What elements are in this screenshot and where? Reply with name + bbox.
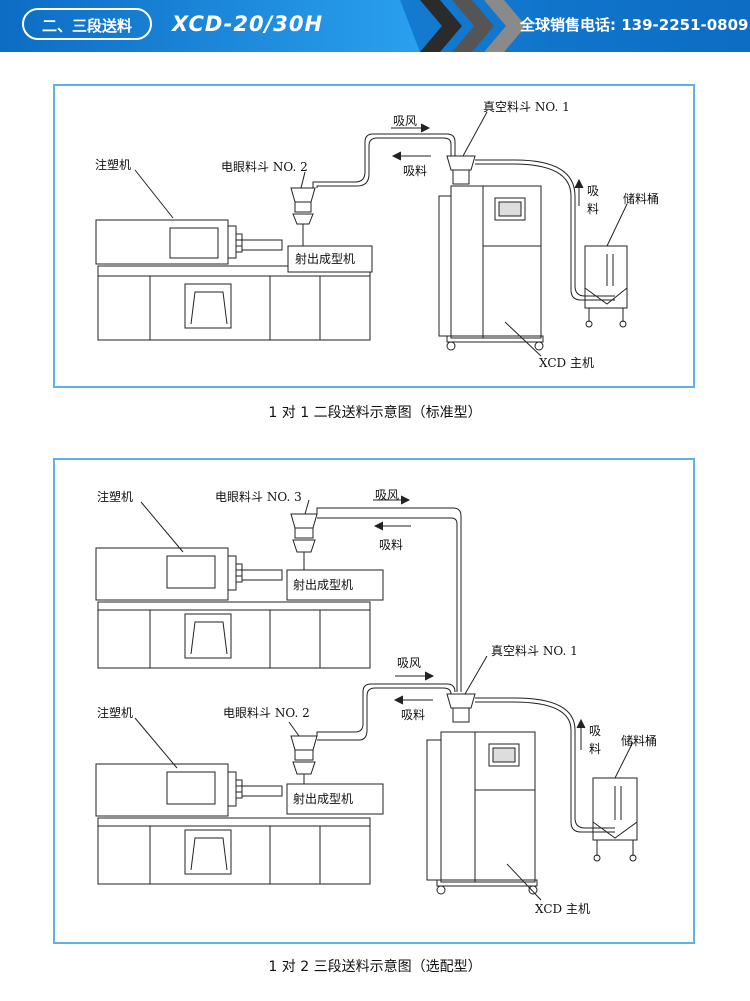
label-eye-hopper-3: 电眼料斗 NO. 3: [215, 490, 302, 504]
label-suction-wind-top: 吸风: [375, 488, 400, 502]
arrow-right-icon: [400, 495, 411, 505]
eye-hopper-3-drawing: [290, 513, 318, 570]
header-banner: 二、三段送料 XCD-20/30H 全球销售电话: 139-2251-0809: [0, 0, 750, 52]
main-unit-drawing: [426, 731, 538, 895]
storage-bin-drawing: [592, 777, 638, 862]
label-main-unit: XCD 主机: [539, 356, 594, 370]
chevron-icon: [484, 0, 526, 52]
diagram-1-caption: 1 对 1 二段送料示意图（标准型）: [268, 405, 482, 421]
arrow-right-icon: [420, 123, 431, 133]
label-injection-machine: 射出成型机: [295, 252, 356, 266]
arrow-left-icon: [373, 521, 384, 531]
vacuum-hopper-drawing: [446, 693, 615, 833]
label-suction-material-mid: 吸料: [401, 708, 426, 722]
injection-machine-top-box: [286, 569, 384, 601]
label-vacuum-hopper-1: 真空料斗 NO. 1: [483, 100, 570, 114]
arrow-left-icon: [393, 695, 404, 705]
label-injection-machine-top: 射出成型机: [293, 578, 354, 592]
arrow-up-icon: [576, 718, 586, 729]
arrow-up-icon: [574, 178, 584, 189]
injection-machine-top-drawing: [95, 547, 371, 669]
model-title: XCD-20/30H: [172, 12, 324, 36]
injection-machine-box: [287, 245, 373, 273]
injection-machine-drawing: [95, 219, 371, 341]
label-storage-bin: 储料桶: [623, 192, 660, 206]
diagram-2-panel: 注塑机 电眼料斗 NO. 3 吸风 吸料 射出成型机 真空料斗 NO. 1 吸风…: [53, 458, 695, 944]
label-suction-material: 吸料: [403, 164, 428, 178]
label-molding-machine-bottom: 注塑机: [97, 706, 134, 720]
hotline-label: 全球销售电话:: [520, 16, 616, 34]
label-eye-hopper-2: 电眼料斗 NO. 2: [223, 706, 310, 720]
main-unit-drawing: [438, 185, 544, 351]
injection-machine-bottom-box: [286, 783, 384, 815]
label-eye-hopper-2: 电眼料斗 NO. 2: [221, 160, 308, 174]
diagram-1-panel: 注塑机 电眼料斗 NO. 2 真空料斗 NO. 1 吸风 吸料 射出成型机 储料…: [53, 84, 695, 388]
hotline-number: 139-2251-0809: [621, 16, 749, 34]
label-vacuum-hopper-1: 真空料斗 NO. 1: [491, 644, 578, 658]
label-molding-machine: 注塑机: [95, 158, 132, 172]
injection-machine-bottom-drawing: [95, 763, 371, 885]
label-suction-vertical: 吸料: [587, 184, 600, 216]
eye-hopper-2-drawing: [290, 735, 318, 784]
label-molding-machine-top: 注塑机: [97, 490, 134, 504]
label-suction-wind: 吸风: [393, 114, 418, 128]
label-main-unit: XCD 主机: [535, 902, 590, 916]
label-injection-machine-bottom: 射出成型机: [293, 792, 354, 806]
diagram-2-caption: 1 对 2 三段送料示意图（选配型）: [268, 959, 482, 975]
vacuum-hopper-drawing: [446, 155, 615, 301]
arrow-left-icon: [391, 151, 402, 161]
chevron-icon: [452, 0, 494, 52]
section-label: 二、三段送料: [22, 8, 152, 40]
diagram-1-drawing: [95, 111, 628, 357]
diagram-2-drawing: [95, 495, 638, 901]
label-suction-vertical: 吸料: [589, 724, 602, 756]
label-suction-wind-mid: 吸风: [397, 656, 422, 670]
hotline: 全球销售电话: 139-2251-0809: [520, 14, 749, 35]
label-storage-bin: 储料桶: [621, 734, 658, 748]
arrow-right-icon: [424, 671, 435, 681]
chevron-icon: [420, 0, 462, 52]
label-suction-material-top: 吸料: [379, 538, 404, 552]
storage-bin-drawing: [584, 245, 628, 328]
eye-hopper-2-drawing: [290, 187, 316, 246]
